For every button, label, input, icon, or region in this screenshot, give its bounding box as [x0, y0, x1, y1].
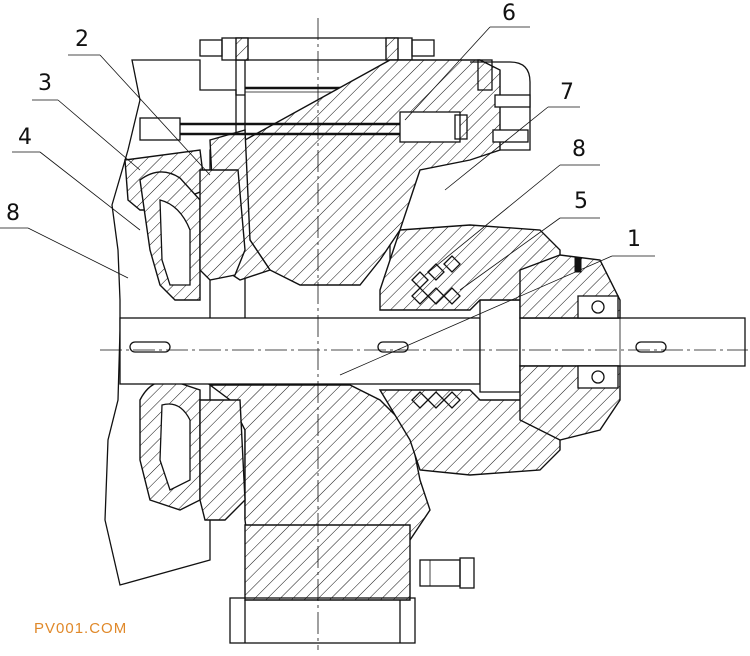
impeller-4: [139, 171, 201, 511]
guide-vane-2: [199, 169, 246, 521]
callout-8-right: 8: [572, 137, 586, 162]
callout-6: 6: [502, 1, 516, 26]
callout-5: 5: [574, 189, 588, 214]
callout-3: 3: [38, 71, 52, 96]
packing-rings: [411, 255, 461, 409]
callout-7: 7: [560, 80, 574, 105]
callout-8-left: 8: [6, 201, 20, 226]
callout-4: 4: [18, 125, 32, 150]
watermark: PV001.COM: [34, 620, 128, 637]
shaft-seal-5: [378, 224, 561, 476]
callout-leaders: [0, 26, 655, 376]
bearing-housing: [519, 254, 621, 441]
tie-bolt-6: [139, 111, 468, 143]
callout-2: 2: [75, 27, 89, 52]
callout-1: 1: [627, 227, 641, 252]
shaft-1: [119, 299, 746, 393]
balance-pipe: [470, 59, 531, 151]
